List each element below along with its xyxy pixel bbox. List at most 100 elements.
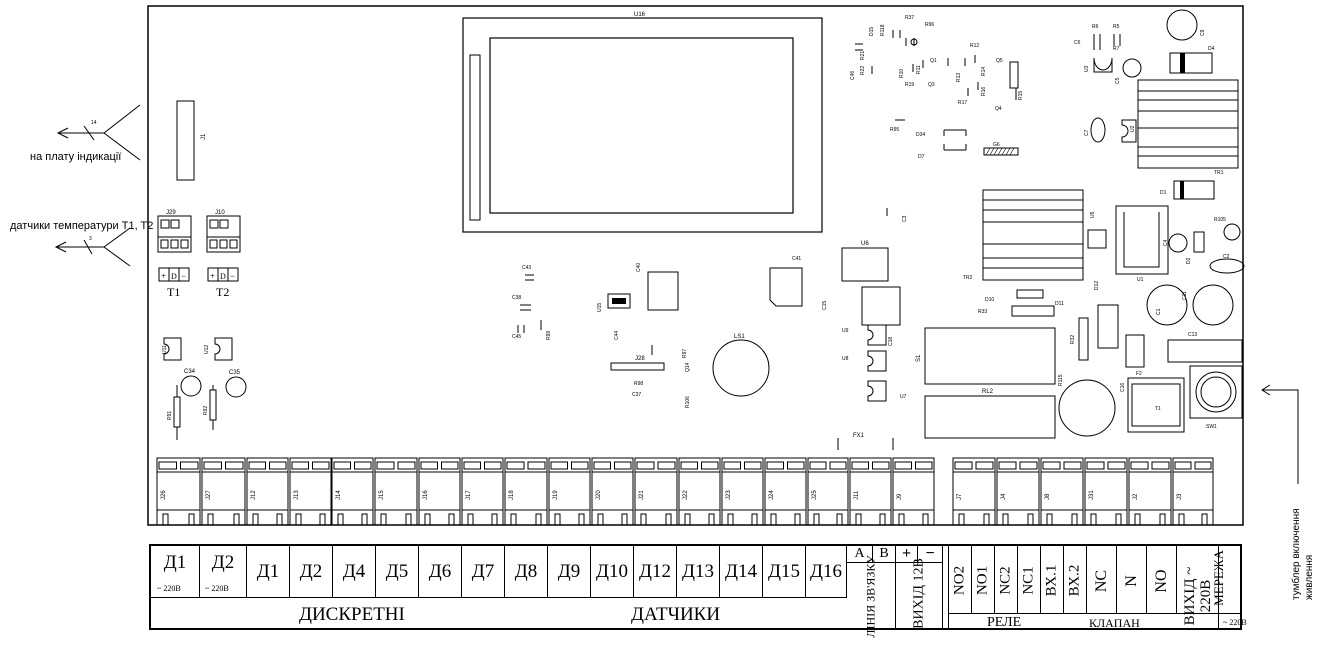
legend-sensor-cell: Д16: [806, 546, 847, 597]
connector-label: J4: [1001, 493, 1007, 500]
ls1-label: LS1: [734, 334, 745, 340]
legend-sensor-cell: Д10: [591, 546, 634, 597]
terminal-block: [807, 457, 849, 526]
legend-sensor-cell: Д15: [763, 546, 806, 597]
legend-a: A: [847, 546, 873, 563]
connector-label: J16: [423, 490, 429, 500]
c7-capacitor: [1090, 117, 1106, 143]
c3-label: C3: [902, 215, 908, 222]
d10-label: D10: [985, 297, 994, 303]
legend-valve-term: NO: [1153, 569, 1170, 593]
c7-label: C7: [1084, 129, 1090, 136]
t2-terminal-markings: [207, 267, 239, 282]
large-capacitor: [1058, 379, 1116, 437]
connector-label: J11: [854, 490, 860, 500]
connector-label: J3: [1177, 493, 1183, 500]
terminal-block: [678, 457, 721, 526]
legend-divider-3: [949, 613, 1083, 614]
connector-label: J23: [726, 490, 732, 500]
legend-sensor-cell: Д1: [247, 546, 290, 597]
c1-label: C1: [1156, 308, 1162, 315]
g6-hatch: [985, 147, 1015, 156]
c2-capacitor: [1209, 258, 1245, 274]
r11-label: R11: [916, 65, 922, 74]
r96-label: R96: [925, 22, 934, 28]
terminal-block: [289, 457, 332, 526]
q5-label: Q5: [996, 58, 1003, 64]
legend-gap: [943, 546, 949, 630]
legend-out12: ВИХІД 12В: [911, 558, 927, 629]
legend-relay-term-cell: [972, 546, 995, 613]
connector-label: J27: [206, 490, 212, 500]
j29-label: J29: [166, 210, 176, 216]
board-outline: [147, 5, 1244, 526]
terminal-block: [246, 457, 289, 526]
legend-relay-term-cell: [1041, 546, 1064, 613]
c40-capacitor: [647, 271, 679, 311]
rl2-relay: [924, 395, 1056, 439]
terminal-block: [634, 457, 678, 526]
u1-regulator: [1115, 205, 1169, 275]
u3-ic: [1093, 57, 1113, 73]
legend-sensor-cell: Д12: [634, 546, 677, 597]
connector-label: J19: [553, 490, 559, 500]
legend-d2-220-sub: ~ 220В: [205, 584, 229, 593]
connector-label: J24: [769, 490, 775, 500]
terminal-block: [849, 457, 892, 526]
c16-part: [1125, 334, 1145, 368]
connector-label: J8: [1045, 493, 1051, 500]
d-block-diode: [1097, 304, 1119, 349]
u16-display-strip: [469, 54, 481, 221]
terminal-block: [1040, 457, 1084, 526]
r12-label: R12: [970, 43, 979, 49]
u15-label: U15: [597, 303, 603, 312]
u6-label: U6: [861, 241, 869, 247]
terminal-block: [591, 457, 634, 526]
legend-sensor-cell: Д4: [333, 546, 376, 597]
j1-connector: [176, 100, 195, 181]
legend-sensor-cell: Д9: [548, 546, 591, 597]
legend-relay-term-cell: [1018, 546, 1041, 613]
q3-label: Q3: [928, 82, 935, 88]
u2-label: U2: [1130, 125, 1136, 132]
s1-label: S1: [916, 354, 922, 362]
r19-label: R19: [905, 82, 914, 88]
terminal-block: [952, 457, 996, 526]
legend-mains-v: ~ 220В: [1223, 618, 1247, 627]
temp-sensors-label: датчики температури T1, T2: [10, 220, 154, 232]
u1-label: U1: [1137, 277, 1144, 283]
c46-label: C46: [850, 71, 856, 80]
u12-label: U12: [204, 345, 210, 354]
connector-label: J22: [683, 490, 689, 500]
terminal-block: [418, 457, 461, 526]
r115-label: R115: [1058, 374, 1064, 386]
j28-label: J28: [635, 356, 645, 362]
r22-label: R22: [860, 66, 866, 75]
terminal-block: [1128, 457, 1172, 526]
r32-resistor: [1078, 317, 1089, 361]
t1-terminal-markings: [158, 267, 190, 282]
c44-label: C44: [614, 331, 620, 340]
terminal-block: [1084, 457, 1128, 526]
legend-relay-term-cell: [949, 546, 972, 613]
c11-capacitor: [1192, 284, 1234, 326]
s1-relay: [924, 327, 1056, 385]
f2-label: F2: [1136, 371, 1142, 377]
t1-minus: −: [181, 271, 186, 281]
legend-out12-cell: [896, 563, 943, 630]
d2-label: D2: [1186, 257, 1192, 264]
fx1-label: FX1: [853, 433, 865, 439]
r5-r6-marks: [1093, 34, 1121, 50]
u15-ic: [607, 293, 631, 309]
u16-label: U16: [634, 12, 646, 18]
rl2-label: RL2: [982, 389, 994, 395]
c38-label: C38: [512, 295, 521, 301]
r15-label: R15: [1018, 91, 1024, 100]
u7-ic: [867, 350, 887, 372]
legend-valve-term: N: [1123, 575, 1140, 587]
power-switch-label: тумблер включення живлення: [1291, 508, 1315, 600]
legend-discrete: ДИСКРЕТНІ: [299, 604, 405, 625]
tr2-label: TR2: [963, 275, 973, 281]
c2-label: C2: [1223, 254, 1230, 260]
u15-body: [612, 298, 626, 304]
